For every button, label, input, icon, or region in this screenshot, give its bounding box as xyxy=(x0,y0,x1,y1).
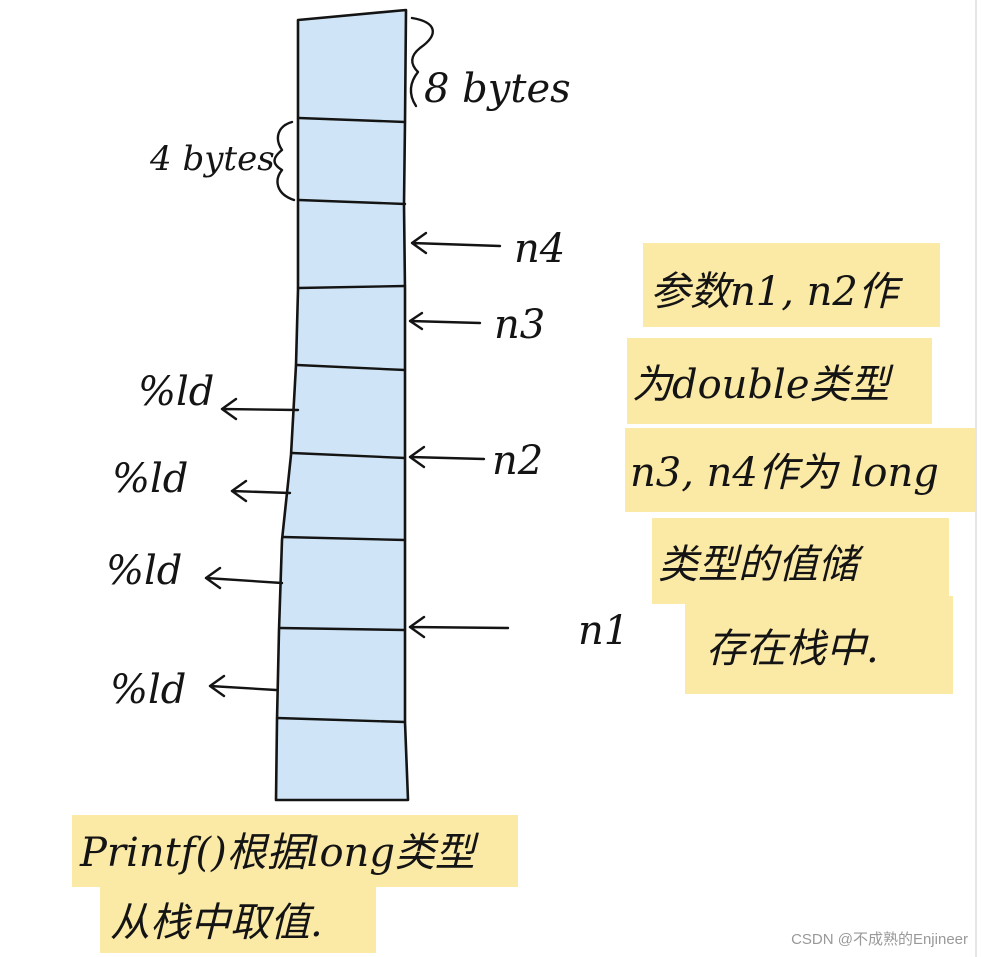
arrow-ld-2 xyxy=(230,479,292,503)
bottom-note: Printf()根据long类型 从栈中取值. xyxy=(79,830,480,946)
side-note-line-5: 存在栈中. xyxy=(706,626,879,672)
arrow-n1 xyxy=(408,615,510,639)
stack-divider-5 xyxy=(290,451,407,460)
label-ld-2: %ld xyxy=(112,456,188,502)
stack-divider-1 xyxy=(297,116,407,124)
label-n3: n3 xyxy=(494,302,545,348)
arrow-ld-3 xyxy=(204,566,284,590)
stack-divider-7 xyxy=(278,626,407,632)
label-n4: n4 xyxy=(514,226,565,272)
stack-divider-2 xyxy=(297,198,407,206)
label-ld-3: %ld xyxy=(106,548,182,594)
label-ld-4: %ld xyxy=(110,667,186,713)
bottom-note-highlights xyxy=(72,815,518,953)
side-note-line-3: n3, n4作为 long xyxy=(630,450,939,496)
label-8-bytes: 8 bytes xyxy=(424,66,571,112)
arrow-ld-4 xyxy=(208,674,278,698)
arrow-n2 xyxy=(408,445,486,469)
label-n1: n1 xyxy=(578,608,629,654)
stack-body xyxy=(274,8,410,802)
arrow-n4 xyxy=(410,231,502,255)
stack-column xyxy=(274,8,410,802)
label-4-bytes: 4 bytes xyxy=(149,139,275,179)
bottom-note-line-2: 从栈中取值. xyxy=(110,900,323,946)
bottom-note-line-1: Printf()根据long类型 xyxy=(79,830,480,876)
label-n2: n2 xyxy=(492,438,543,484)
side-note-highlights xyxy=(625,243,975,694)
right-arrows xyxy=(408,231,510,639)
arrow-n3 xyxy=(408,311,482,331)
left-brace xyxy=(273,120,296,202)
stack-divider-4 xyxy=(295,363,407,372)
stack-divider-6 xyxy=(281,535,407,542)
watermark: CSDN @不成熟的Enjineer xyxy=(791,931,968,948)
side-note-line-4: 类型的值储 xyxy=(658,542,864,588)
side-note: 参数n1, n2作 为double类型 n3, n4作为 long 类型的值储 … xyxy=(630,269,939,672)
stack-divider-8 xyxy=(275,716,407,724)
label-ld-1: %ld xyxy=(138,369,214,415)
side-note-line-2: 为double类型 xyxy=(632,362,895,408)
side-note-line-1: 参数n1, n2作 xyxy=(650,269,904,315)
left-arrows xyxy=(204,397,300,698)
stack-divider-3 xyxy=(296,284,407,290)
top-brace xyxy=(409,16,434,108)
arrow-ld-1 xyxy=(220,397,300,421)
